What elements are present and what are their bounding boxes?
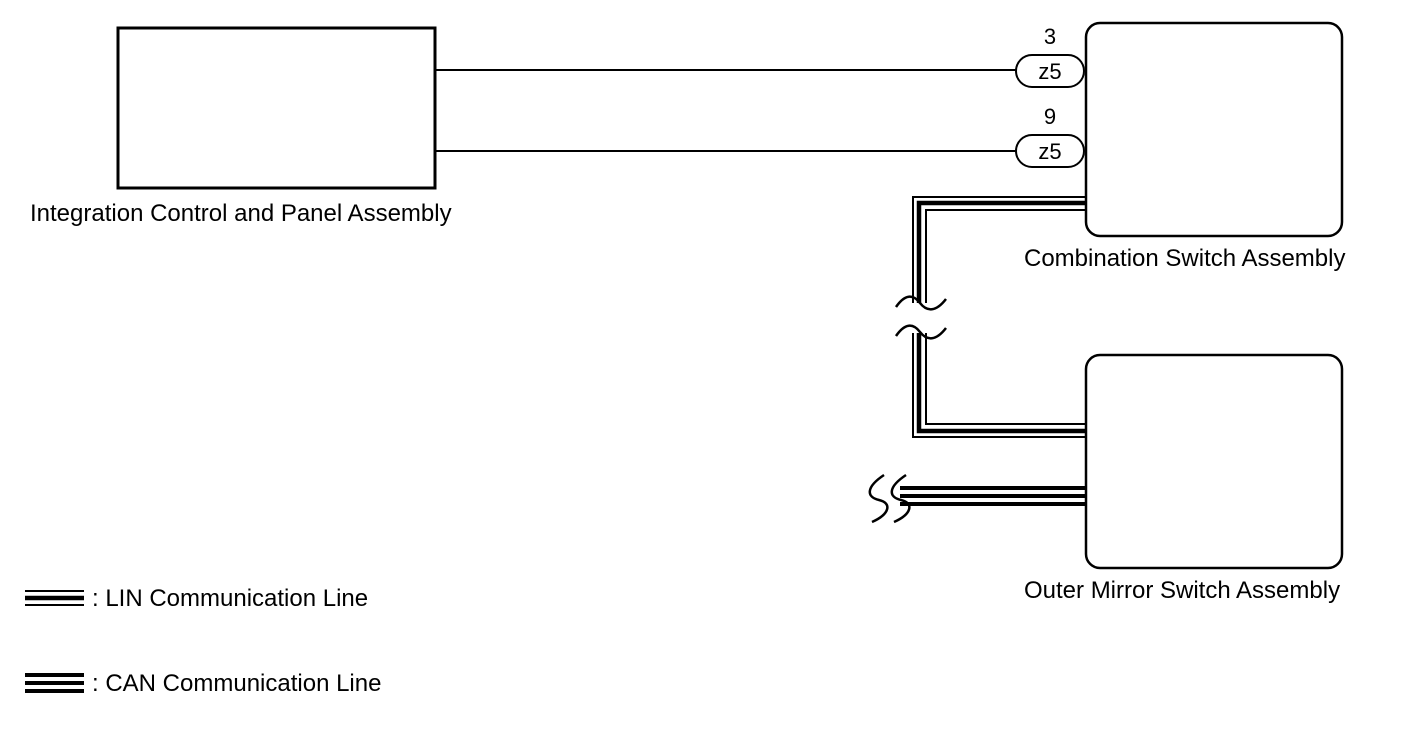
lin-break-icon (894, 295, 947, 340)
can-break-icon (868, 473, 911, 524)
outer-mirror-switch-box (1084, 353, 1344, 570)
connector-1-code: z5 (1038, 59, 1061, 84)
outer-mirror-switch-label: Outer Mirror Switch Assembly (1024, 577, 1340, 604)
connector-1-pin: 3 (1044, 24, 1056, 49)
legend-lin-label: : LIN Communication Line (92, 585, 368, 612)
legend-lin-symbol (25, 590, 84, 606)
connector-2-code: z5 (1038, 139, 1061, 164)
connector-2-pin: 9 (1044, 104, 1056, 129)
connector-1 (1015, 54, 1085, 88)
legend-can-symbol (25, 673, 84, 693)
legend-can-label: : CAN Communication Line (92, 670, 381, 697)
can-line (900, 486, 1086, 506)
combination-switch-label: Combination Switch Assembly (1024, 245, 1345, 272)
combination-switch-box (1084, 21, 1344, 238)
integration-control-label: Integration Control and Panel Assembly (30, 200, 452, 227)
integration-control-box (116, 26, 437, 190)
connector-2 (1015, 134, 1085, 168)
